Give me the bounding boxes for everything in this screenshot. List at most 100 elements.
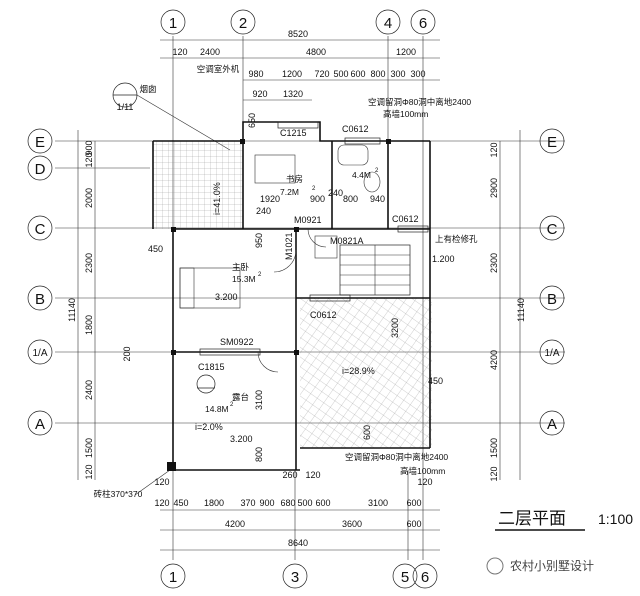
svg-text:C1215: C1215 xyxy=(280,128,307,138)
top-dimensions: 8520 120 2400 4800 1200 980 1200 720 500… xyxy=(160,29,440,101)
svg-text:M0921: M0921 xyxy=(294,215,322,225)
terrace-slope: i=2.0% xyxy=(195,422,223,432)
drawing-scale: 1:100 xyxy=(598,511,633,527)
door-swings xyxy=(257,228,327,373)
svg-text:2400: 2400 xyxy=(84,380,94,400)
svg-text:B: B xyxy=(35,291,45,308)
svg-text:1200: 1200 xyxy=(282,69,302,79)
svg-text:600: 600 xyxy=(350,69,365,79)
svg-text:500: 500 xyxy=(297,498,312,508)
furniture xyxy=(179,144,381,309)
svg-text:500: 500 xyxy=(333,69,348,79)
svg-text:680: 680 xyxy=(280,498,295,508)
left-dimensions: 11140 900 120 2000 2300 1800 200 2400 15… xyxy=(67,84,157,480)
svg-text:300: 300 xyxy=(410,69,425,79)
svg-text:200: 200 xyxy=(122,346,132,361)
svg-text:240: 240 xyxy=(328,188,343,198)
axis-bubble-6-top xyxy=(410,9,436,35)
svg-text:C1815: C1815 xyxy=(198,362,225,372)
terrace-name: 露台 xyxy=(232,392,249,402)
axis-bubble-B-left xyxy=(27,285,53,311)
bedroom-name: 主卧 xyxy=(232,262,250,272)
svg-text:600: 600 xyxy=(362,425,372,440)
svg-text:1200: 1200 xyxy=(396,47,416,57)
bottom-axis-bubbles: 1 3 5 6 xyxy=(160,563,438,589)
svg-text:高墙100mm: 高墙100mm xyxy=(383,109,428,119)
svg-text:8640: 8640 xyxy=(288,538,308,548)
svg-text:600: 600 xyxy=(406,519,421,529)
sloped-roof-tiles xyxy=(300,298,432,448)
axis-bubble-E-left xyxy=(27,128,53,154)
svg-text:940: 940 xyxy=(370,194,385,204)
svg-text:1320: 1320 xyxy=(283,89,303,99)
axis-bubble-1-bottom xyxy=(160,563,186,589)
svg-text:E: E xyxy=(547,134,557,151)
svg-text:4200: 4200 xyxy=(489,350,499,370)
svg-text:900: 900 xyxy=(259,498,274,508)
svg-text:烟囱: 烟囱 xyxy=(139,84,156,94)
svg-text:2: 2 xyxy=(375,168,379,174)
svg-text:1/11: 1/11 xyxy=(117,102,134,112)
axis-bubble-1A-right xyxy=(539,339,565,365)
roof1-slope: i=41.0% xyxy=(212,182,222,215)
svg-text:C0612: C0612 xyxy=(392,214,419,224)
svg-text:C0612: C0612 xyxy=(342,124,369,134)
svg-text:120: 120 xyxy=(417,477,432,487)
svg-text:800: 800 xyxy=(370,69,385,79)
svg-text:1800: 1800 xyxy=(84,315,94,335)
svg-text:950: 950 xyxy=(254,233,264,248)
right-axis-bubbles: E C B 1/A A xyxy=(539,128,565,436)
svg-text:C0612: C0612 xyxy=(310,310,337,320)
svg-text:E: E xyxy=(35,134,45,151)
svg-text:1/A: 1/A xyxy=(544,348,559,359)
svg-text:3: 3 xyxy=(291,569,299,586)
svg-text:A: A xyxy=(547,416,557,433)
svg-text:120: 120 xyxy=(489,466,499,481)
terrace-area: 14.8M xyxy=(205,404,229,414)
svg-text:2400: 2400 xyxy=(200,47,220,57)
svg-text:240: 240 xyxy=(256,206,271,216)
room-labels: 书房 7.2M 2 4.4M 2 主卧 15.3M 2 露台 14.8M 2 i… xyxy=(195,168,379,432)
svg-text:11140: 11140 xyxy=(67,298,77,322)
svg-text:3600: 3600 xyxy=(342,519,362,529)
stair xyxy=(339,244,411,296)
svg-text:2: 2 xyxy=(230,402,234,408)
svg-text:920: 920 xyxy=(252,89,267,99)
axis-bubble-A-right xyxy=(539,410,565,436)
svg-text:2: 2 xyxy=(312,186,316,192)
svg-text:1: 1 xyxy=(169,569,177,586)
svg-text:3.200: 3.200 xyxy=(230,434,253,444)
svg-text:3.200: 3.200 xyxy=(215,292,238,302)
axis-bubble-5-bottom xyxy=(392,563,418,589)
svg-text:120: 120 xyxy=(154,477,169,487)
axis-bubble-4-top xyxy=(375,9,401,35)
svg-text:900: 900 xyxy=(84,140,94,155)
svg-text:980: 980 xyxy=(248,69,263,79)
svg-text:SM0922: SM0922 xyxy=(220,337,254,347)
svg-text:2000: 2000 xyxy=(84,188,94,208)
svg-text:C: C xyxy=(547,221,558,238)
section-mark xyxy=(196,374,216,394)
svg-text:450: 450 xyxy=(148,244,163,254)
svg-text:4200: 4200 xyxy=(225,519,245,529)
svg-text:B: B xyxy=(547,291,557,308)
study-name: 书房 xyxy=(286,174,303,184)
bath-area: 4.4M xyxy=(352,170,371,180)
axis-bubble-A-left xyxy=(27,410,53,436)
study-area: 7.2M xyxy=(280,187,299,197)
svg-text:11140: 11140 xyxy=(516,298,526,322)
svg-text:空调室外机: 空调室外机 xyxy=(197,64,240,74)
left-axis-bubbles: E D C B 1/A A xyxy=(27,128,53,436)
svg-text:370: 370 xyxy=(240,498,255,508)
svg-text:450: 450 xyxy=(428,376,443,386)
svg-text:800: 800 xyxy=(254,447,264,462)
roof2-slope: i=28.9% xyxy=(342,366,375,376)
svg-text:120: 120 xyxy=(305,470,320,480)
axis-bubble-1-top xyxy=(160,9,186,35)
svg-text:4800: 4800 xyxy=(306,47,326,57)
right-dimensions: 11140 120 2900 2300 4200 1500 120 xyxy=(489,130,526,482)
svg-text:600: 600 xyxy=(406,498,421,508)
flue-roof-tiles xyxy=(153,141,243,229)
svg-text:600: 600 xyxy=(315,498,330,508)
